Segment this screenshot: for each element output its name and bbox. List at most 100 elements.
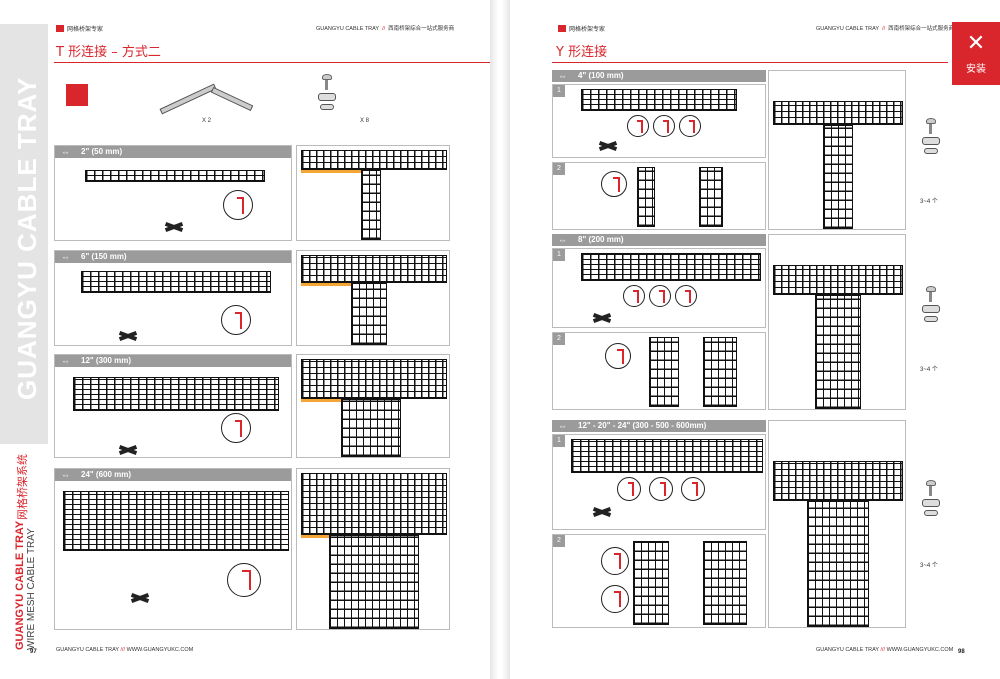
install-badge: ✕ 安装 (952, 22, 1000, 85)
step-number: 1 (553, 85, 565, 97)
section-12in-result (296, 354, 450, 458)
tools-icon: ✕ (966, 30, 986, 55)
tray-image (301, 255, 447, 283)
detail-zoom-icon (617, 477, 641, 501)
branch-tray-image (351, 283, 387, 345)
tray-image (699, 167, 723, 227)
spine: GUANGYU CABLE TRAY GUANGYU CABLE TRAY 网格… (0, 0, 48, 679)
spine-brand: GUANGYU CABLE TRAY (14, 520, 26, 650)
step-number: 1 (553, 435, 565, 447)
qty-note: 3~4 个 (920, 199, 938, 205)
page-number: 98 (958, 649, 965, 655)
detail-zoom-icon (627, 115, 649, 137)
bolt-clamp-icon (922, 286, 940, 322)
tray-image (63, 491, 289, 551)
cutter-tool-icon (131, 593, 161, 603)
tray-image (581, 253, 761, 281)
section-label: 12" (300 mm) (55, 355, 291, 367)
tray-image (73, 377, 279, 411)
page-title: T 形连接 – 方式二 (56, 45, 161, 60)
step-number: 2 (553, 333, 565, 345)
result-panel (768, 420, 906, 628)
header-right: GUANGYU CABLE TRAY//西南桥架综合一站式服务商 (816, 26, 955, 32)
branch-tray-image (361, 170, 381, 240)
spine-cn: 网格桥架系统 (17, 454, 29, 520)
step-panel: 2 (552, 332, 766, 410)
step-panel: 1 (552, 248, 766, 328)
tray-image (773, 461, 903, 501)
qty-note: 3~4 个 (920, 367, 938, 373)
badge-label: 安装 (966, 64, 986, 75)
detail-zoom-icon (649, 285, 671, 307)
section-6in-result (296, 250, 450, 346)
tray-image (301, 359, 447, 399)
tray-image (637, 167, 655, 227)
tray-image (703, 541, 747, 625)
tray-image (633, 541, 669, 625)
result-panel (768, 70, 906, 230)
step-number: 1 (553, 249, 565, 261)
detail-zoom-icon (681, 477, 705, 501)
branch-tray-image (815, 295, 861, 409)
section-24in-result (296, 468, 450, 630)
detail-zoom-icon (601, 547, 629, 575)
bolt-qty: X 8 (360, 118, 370, 124)
header-brand: 网格桥架专家 (558, 24, 605, 33)
cutter-tool-icon (119, 331, 149, 341)
footer: GUANGYU CABLE TRAY /// WWW.GUANGYUKC.COM (56, 647, 194, 653)
tray-image (581, 89, 737, 111)
detail-zoom-icon (221, 413, 251, 443)
book-gutter (490, 0, 510, 679)
section-2in: 2" (50 mm) (54, 145, 292, 241)
spine-en: WIRE MESH CABLE TRAY (26, 528, 37, 650)
section-24in: 24" (600 mm) (54, 468, 292, 630)
bolt-clamp-icon (318, 74, 336, 110)
detail-zoom-icon (679, 115, 701, 137)
header-brand: 网格桥架专家 (56, 24, 103, 33)
footer: GUANGYU CABLE TRAY /// WWW.GUANGYUKC.COM (816, 647, 954, 653)
page-number: 97 (30, 649, 37, 655)
detail-zoom-icon (605, 343, 631, 369)
angle-bracket-icon (210, 86, 254, 112)
title-rule (54, 62, 490, 63)
branch-tray-image (807, 501, 869, 627)
detail-zoom-icon (227, 563, 261, 597)
step-number: 2 (553, 535, 565, 547)
step-number: 2 (553, 163, 565, 175)
bolt-clamp-icon (922, 480, 940, 516)
angle-bracket-icon (159, 83, 217, 115)
spine-band (0, 24, 48, 444)
detail-zoom-icon (653, 115, 675, 137)
cutter-tool-icon (119, 445, 149, 455)
step-panel: 1 (552, 434, 766, 530)
header-right: GUANGYU CABLE TRAY//西南桥架综合一站式服务商 (316, 26, 455, 32)
tray-image (85, 170, 265, 182)
section-6in: 6" (150 mm) (54, 250, 292, 346)
detail-zoom-icon (223, 190, 253, 220)
section-label: 2" (50 mm) (55, 146, 291, 158)
branch-tray-image (341, 399, 401, 457)
detail-zoom-icon (221, 305, 251, 335)
cutter-tool-icon (599, 141, 629, 151)
section-label: 24" (600 mm) (55, 469, 291, 481)
section-12in: 12" (300 mm) (54, 354, 292, 458)
detail-zoom-icon (649, 477, 673, 501)
tray-image (301, 473, 447, 535)
tray-image (773, 101, 903, 125)
step-panel: 1 (552, 84, 766, 158)
tray-image (649, 337, 679, 407)
tray-image (301, 150, 447, 170)
section-label: 4" (100 mm) (552, 70, 766, 82)
page-title: Y 形连接 (556, 45, 608, 60)
section-label: 8" (200 mm) (552, 234, 766, 246)
detail-zoom-icon (623, 285, 645, 307)
branch-tray-image (823, 125, 853, 229)
detail-zoom-icon (601, 585, 629, 613)
section-2in-result (296, 145, 450, 241)
left-page: GUANGYU CABLE TRAY GUANGYU CABLE TRAY 网格… (0, 0, 490, 679)
bolt-clamp-icon (922, 118, 940, 154)
cutter-tool-icon (593, 313, 623, 323)
result-panel (768, 234, 906, 410)
tray-image (703, 337, 737, 407)
right-page: 网格桥架专家 GUANGYU CABLE TRAY//西南桥架综合一站式服务商 … (510, 0, 1000, 679)
